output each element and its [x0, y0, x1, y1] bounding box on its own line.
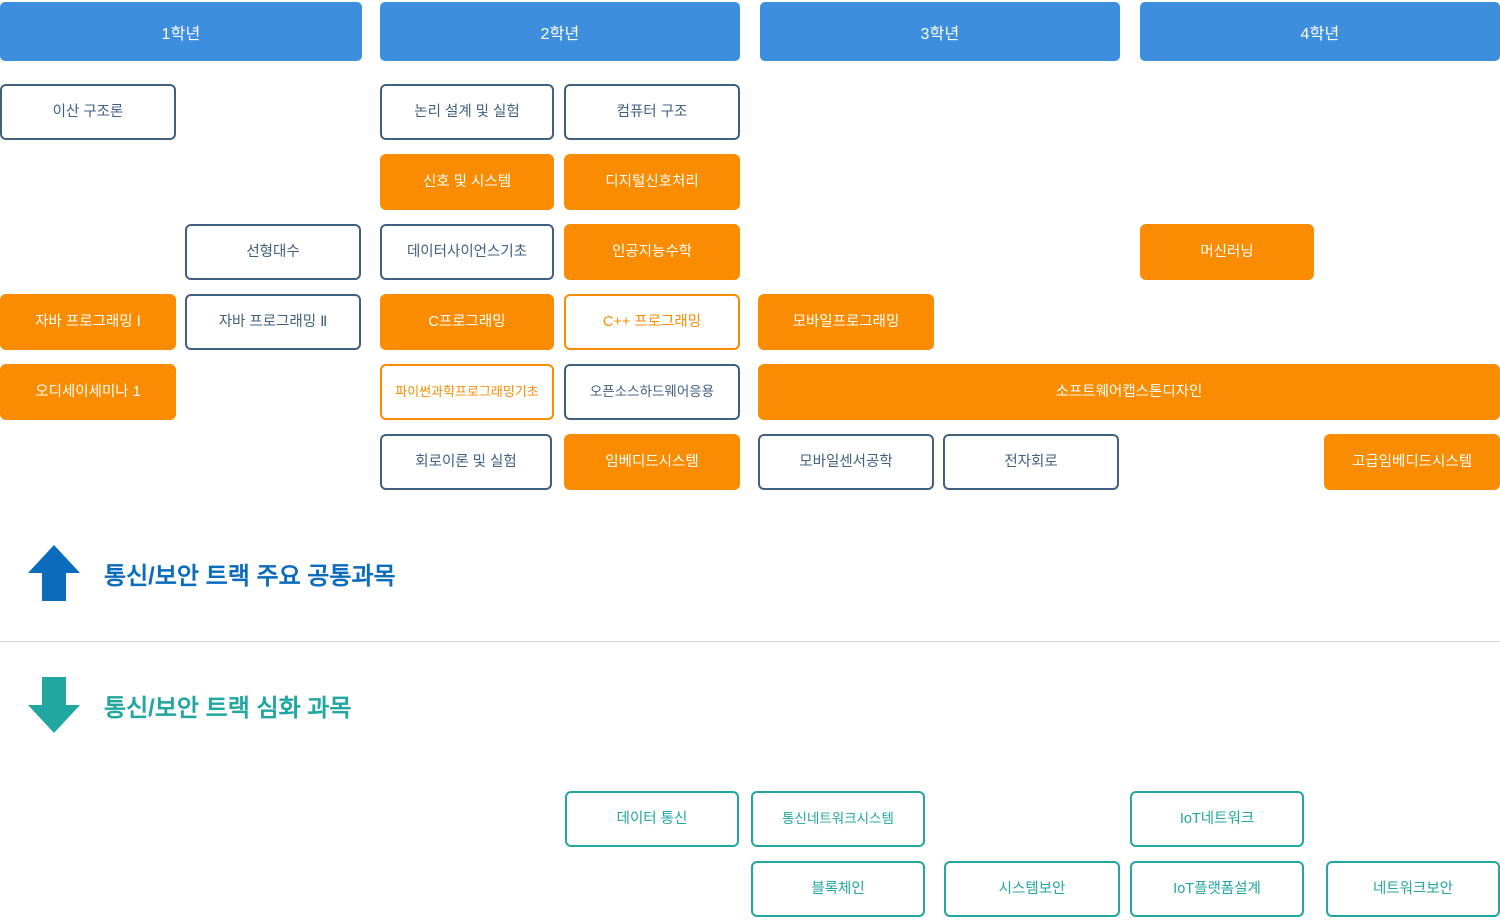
year-tab-4[interactable]: 4학년: [1140, 2, 1500, 61]
course-label: 자바 프로그래밍 Ⅱ: [218, 313, 328, 330]
course-box[interactable]: C++ 프로그래밍: [564, 294, 740, 350]
course-box[interactable]: 논리 설계 및 실험: [380, 84, 554, 140]
year-tab-1[interactable]: 1학년: [0, 2, 362, 61]
course-box-capstone[interactable]: 소프트웨어캡스톤디자인: [758, 364, 1500, 420]
course-label: 오픈소스하드웨어응용: [589, 383, 715, 399]
course-box[interactable]: 고급임베디드시스템: [1324, 434, 1500, 490]
course-box[interactable]: 통신네트워크시스템: [751, 791, 925, 847]
course-box[interactable]: 모바일센서공학: [758, 434, 934, 490]
course-box[interactable]: 머신러닝: [1140, 224, 1314, 280]
course-label: 임베디드시스템: [605, 453, 699, 470]
course-box[interactable]: 인공지능수학: [564, 224, 740, 280]
course-label: 파이썬과학프로그래밍기초: [395, 383, 539, 399]
course-label: C++ 프로그래밍: [602, 313, 702, 330]
course-box[interactable]: 파이썬과학프로그래밍기초: [380, 364, 554, 420]
arrow-up-icon: [26, 543, 82, 603]
course-label: 회로이론 및 실험: [415, 453, 517, 470]
year-tab-2[interactable]: 2학년: [380, 2, 740, 61]
course-box[interactable]: 컴퓨터 구조: [564, 84, 740, 140]
course-label: 블록체인: [811, 880, 865, 897]
course-box[interactable]: 시스템보안: [944, 861, 1120, 917]
year-tab-label: 2학년: [540, 25, 580, 43]
course-box[interactable]: 오픈소스하드웨어응용: [564, 364, 740, 420]
course-box[interactable]: 데이터 통신: [565, 791, 739, 847]
course-label: 자바 프로그래밍 Ⅰ: [35, 313, 141, 330]
legend-deep-label: 통신/보안 트랙 심화 과목: [104, 694, 352, 722]
course-label: 데이터사이언스기초: [406, 243, 528, 260]
course-box[interactable]: 자바 프로그래밍 Ⅰ: [0, 294, 176, 350]
course-box[interactable]: C프로그래밍: [380, 294, 554, 350]
course-label: 전자회로: [1004, 453, 1058, 470]
year-tab-label: 4학년: [1300, 25, 1340, 43]
course-label: 이산 구조론: [52, 103, 124, 120]
course-box[interactable]: 네트워크보안: [1326, 861, 1500, 917]
course-label: 머신러닝: [1200, 243, 1254, 260]
course-box[interactable]: 이산 구조론: [0, 84, 176, 140]
course-label: 네트워크보안: [1372, 880, 1454, 897]
course-label: 컴퓨터 구조: [616, 103, 688, 120]
course-box[interactable]: 자바 프로그래밍 Ⅱ: [185, 294, 361, 350]
course-label: 오디세이세미나 1: [35, 383, 141, 400]
legend-common-track: 통신/보안 트랙 주요 공통과목: [26, 543, 396, 603]
course-box[interactable]: 전자회로: [943, 434, 1119, 490]
course-label: 인공지능수학: [611, 243, 693, 260]
course-box[interactable]: IoT네트워크: [1130, 791, 1304, 847]
course-label: 고급임베디드시스템: [1351, 453, 1473, 470]
course-box[interactable]: 임베디드시스템: [564, 434, 740, 490]
course-box[interactable]: IoT플랫폼설계: [1130, 861, 1304, 917]
section-divider: [0, 641, 1500, 642]
course-label: 디지털신호처리: [605, 173, 699, 190]
course-label: 신호 및 시스템: [422, 173, 512, 190]
course-label: 소프트웨어캡스톤디자인: [1055, 383, 1203, 400]
course-label: IoT플랫폼설계: [1173, 880, 1261, 897]
arrow-down-icon: [26, 675, 82, 735]
course-box[interactable]: 회로이론 및 실험: [380, 434, 552, 490]
course-label: 통신네트워크시스템: [782, 810, 894, 826]
course-label: C프로그래밍: [428, 313, 506, 330]
legend-common-label: 통신/보안 트랙 주요 공통과목: [104, 562, 396, 590]
course-label: 데이터 통신: [616, 810, 688, 827]
course-label: 모바일센서공학: [799, 453, 893, 470]
course-label: 시스템보안: [998, 880, 1066, 897]
course-box[interactable]: 데이터사이언스기초: [380, 224, 554, 280]
year-tab-label: 3학년: [920, 25, 960, 43]
course-box[interactable]: 블록체인: [751, 861, 925, 917]
course-box[interactable]: 선형대수: [185, 224, 361, 280]
legend-deep-track: 통신/보안 트랙 심화 과목: [26, 675, 351, 735]
course-label: 모바일프로그래밍: [792, 313, 900, 330]
year-tab-3[interactable]: 3학년: [760, 2, 1120, 61]
year-tab-label: 1학년: [161, 25, 201, 43]
course-box[interactable]: 모바일프로그래밍: [758, 294, 934, 350]
course-label: 선형대수: [246, 243, 300, 260]
course-box[interactable]: 신호 및 시스템: [380, 154, 554, 210]
course-label: IoT네트워크: [1179, 810, 1255, 827]
course-box[interactable]: 오디세이세미나 1: [0, 364, 176, 420]
course-label: 논리 설계 및 실험: [414, 103, 520, 120]
course-box[interactable]: 디지털신호처리: [564, 154, 740, 210]
